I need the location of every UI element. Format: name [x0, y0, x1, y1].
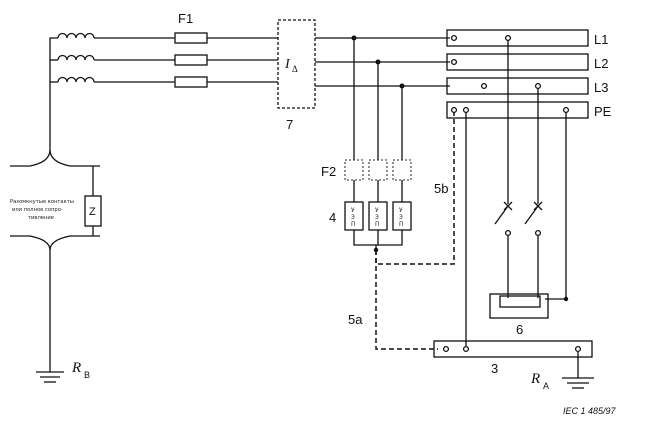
label-impedance: Z — [89, 206, 96, 218]
label-pe: PE — [594, 104, 612, 119]
label-5a: 5a — [348, 312, 363, 327]
neutral-earthing — [10, 149, 102, 383]
spd-glyph-1a: У — [351, 207, 355, 214]
spd-glyph-1c: П — [351, 221, 356, 228]
spd-glyph-3b: З — [399, 214, 403, 221]
distribution-conductors — [315, 37, 450, 87]
source-conductors — [94, 37, 175, 83]
label-ra-sub: A — [543, 381, 549, 391]
spd-glyph-1b: З — [351, 214, 355, 221]
label-f2: F2 — [321, 164, 336, 179]
label-earth-bar-number: 3 — [491, 361, 498, 376]
spd-boxes — [344, 201, 412, 250]
note-line-1: Разомкнутые контакты — [10, 199, 74, 205]
fuses-f1 — [174, 32, 278, 88]
spd-glyph-2b: З — [375, 214, 379, 221]
fuses-f2 — [344, 159, 412, 181]
spd-glyph-2c: П — [375, 221, 380, 228]
device-enclosure — [489, 293, 549, 319]
earth-bar — [433, 340, 594, 389]
transformer-windings — [49, 32, 95, 150]
label-device-number: 6 — [516, 322, 523, 337]
terminal-screws — [450, 34, 570, 114]
note-line-3: тивление — [28, 215, 54, 221]
label-l2: L2 — [594, 56, 608, 71]
label-5b: 5b — [434, 181, 448, 196]
reference-code: IEC 1 485/97 — [563, 406, 617, 416]
spd-drops — [353, 38, 403, 202]
label-rb-sub: B — [84, 370, 90, 380]
label-rb: R — [71, 360, 81, 376]
label-l3: L3 — [594, 80, 608, 95]
spd-glyph-2a: У — [375, 207, 379, 214]
dashed-conductors — [375, 112, 455, 350]
device-switches — [494, 201, 543, 298]
label-rcd-number: 7 — [286, 117, 293, 132]
junction-dots — [351, 35, 569, 302]
spd-glyph-3a: У — [399, 207, 403, 214]
label-rcd-subscript: Δ — [292, 64, 298, 74]
label-l1: L1 — [594, 32, 608, 47]
label-f1: F1 — [178, 11, 193, 26]
terminal-bars — [446, 29, 589, 119]
rcd-box — [277, 19, 316, 109]
label-ra: R — [530, 371, 540, 387]
label-rcd-symbol: I — [284, 57, 291, 72]
label-spd-number: 4 — [329, 210, 336, 225]
spd-glyph-3c: П — [399, 221, 404, 228]
note-line-2: или полное сопро- — [12, 207, 63, 213]
device-wiring — [465, 40, 567, 346]
